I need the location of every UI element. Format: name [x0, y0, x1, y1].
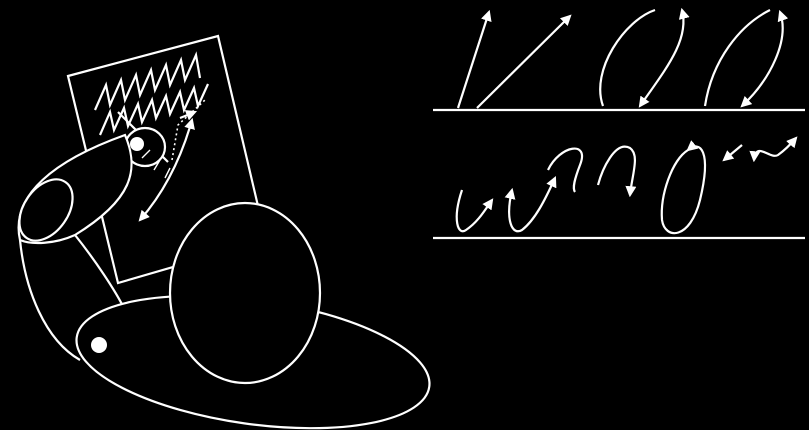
upstroke-arrow-2 — [477, 16, 570, 108]
shoulder-marker-dot — [91, 337, 107, 353]
hook-stroke-2 — [509, 178, 555, 231]
upstroke-arrow-1 — [458, 12, 489, 108]
loop-stroke-1-return — [640, 10, 684, 106]
curl-stroke-2 — [598, 147, 635, 195]
loop-stroke-1 — [600, 10, 655, 106]
stroke-examples — [433, 10, 805, 238]
loop-stroke-2 — [705, 10, 770, 106]
short-arrow-left — [724, 145, 742, 160]
oval-stroke — [662, 147, 705, 234]
curl-stroke-1 — [548, 149, 582, 192]
writer-illustration — [8, 36, 437, 430]
hook-stroke-1 — [457, 190, 492, 231]
wave-stroke-right — [754, 138, 796, 160]
hand-marker-dot — [130, 137, 144, 151]
head — [170, 203, 320, 383]
